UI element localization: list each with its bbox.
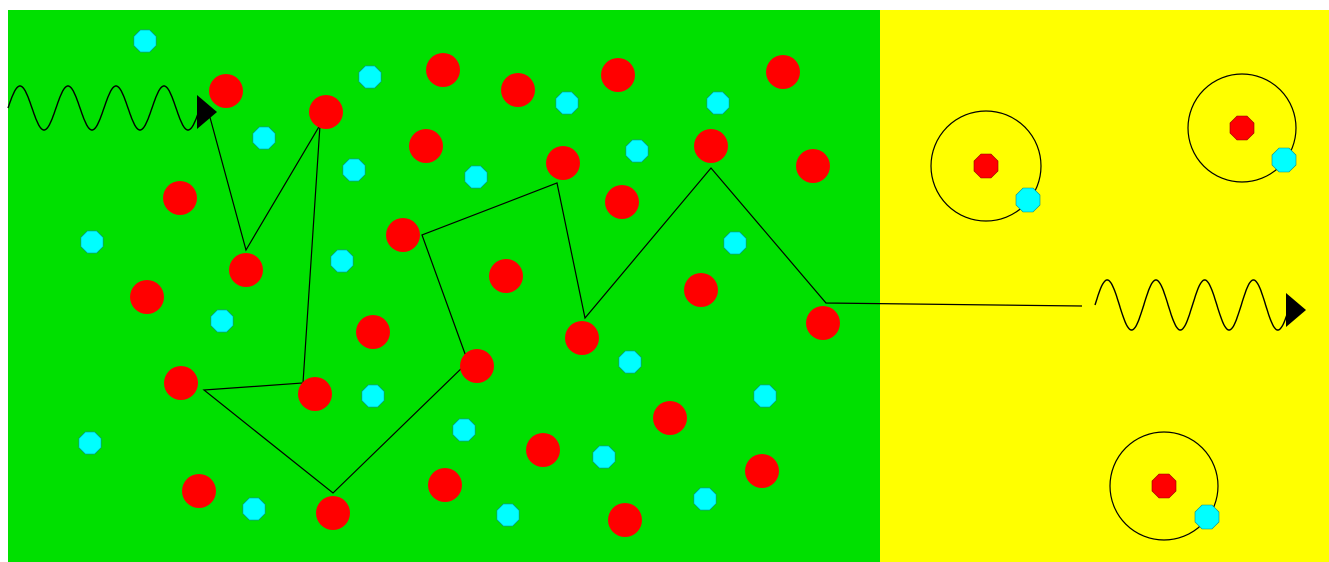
free-nucleus (309, 95, 343, 129)
free-nucleus (806, 306, 840, 340)
free-electrons-group (78, 29, 777, 527)
free-electron (133, 29, 157, 53)
free-nucleus (229, 253, 263, 287)
free-nucleus (605, 185, 639, 219)
free-electron (242, 497, 266, 521)
free-electron (706, 91, 730, 115)
free-nucleus (316, 496, 350, 530)
free-nucleus (796, 149, 830, 183)
free-nucleus (182, 474, 216, 508)
atom-orbit (1187, 73, 1297, 183)
free-electron (618, 350, 642, 374)
free-nucleus (766, 55, 800, 89)
free-electron (693, 487, 717, 511)
free-nucleus (386, 218, 420, 252)
free-nucleus (745, 454, 779, 488)
neutral-atom-region (880, 10, 1329, 562)
free-nuclei-group (130, 53, 840, 537)
free-electron (464, 165, 488, 189)
atom-nucleus (973, 153, 999, 179)
free-nucleus (684, 273, 718, 307)
free-nucleus (130, 280, 164, 314)
atom-icon (930, 110, 1042, 222)
free-electron (496, 503, 520, 527)
atom-nucleus (1151, 473, 1177, 499)
atom-electron (1271, 147, 1297, 173)
free-electron (210, 309, 234, 333)
outgoing-photon-wave-icon (1094, 279, 1306, 331)
free-electron (452, 418, 476, 442)
free-electron (330, 249, 354, 273)
free-electron (625, 139, 649, 163)
atom-icon (1109, 431, 1220, 541)
incoming-photon-wave-icon (7, 85, 217, 131)
atom-electron (1015, 187, 1041, 213)
free-nucleus (546, 146, 580, 180)
free-nucleus (426, 53, 460, 87)
free-nucleus (694, 129, 728, 163)
free-electron (342, 158, 366, 182)
free-nucleus (608, 503, 642, 537)
free-nucleus (298, 377, 332, 411)
neutral-atoms-group (930, 73, 1297, 541)
free-nucleus (428, 468, 462, 502)
atom-nucleus (1229, 115, 1255, 141)
free-electron (78, 431, 102, 455)
free-electron (723, 231, 747, 255)
atom-electron (1194, 504, 1220, 530)
free-nucleus (565, 321, 599, 355)
free-nucleus (163, 181, 197, 215)
free-nucleus (501, 73, 535, 107)
free-nucleus (601, 58, 635, 92)
free-nucleus (409, 129, 443, 163)
atom-orbit (930, 110, 1042, 222)
free-electron (80, 230, 104, 254)
atom-orbit (1109, 431, 1219, 541)
free-electron (592, 445, 616, 469)
free-nucleus (489, 259, 523, 293)
free-nucleus (209, 74, 243, 108)
free-electron (252, 126, 276, 150)
free-electron (358, 65, 382, 89)
free-nucleus (653, 401, 687, 435)
free-nucleus (164, 366, 198, 400)
free-electron (555, 91, 579, 115)
free-nucleus (460, 349, 494, 383)
free-electron (753, 384, 777, 408)
atom-icon (1187, 73, 1297, 183)
free-nucleus (526, 433, 560, 467)
free-nucleus (356, 315, 390, 349)
free-electron (361, 384, 385, 408)
